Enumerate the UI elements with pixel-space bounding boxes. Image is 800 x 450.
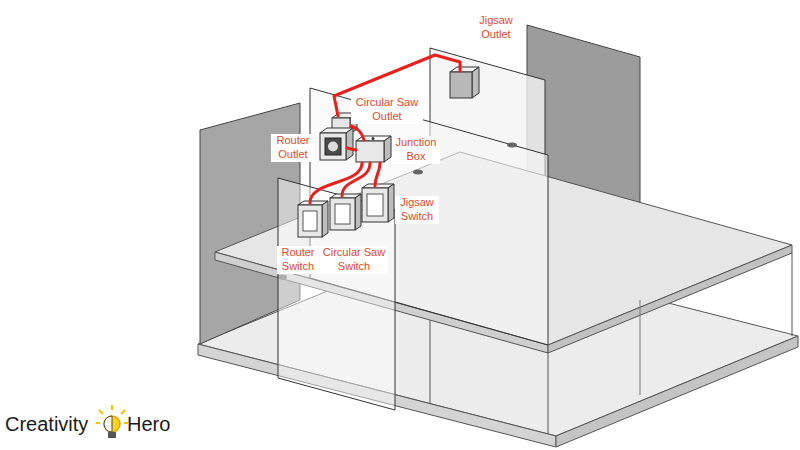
base-side — [556, 336, 798, 447]
outlet-box — [320, 133, 346, 160]
switch-box — [330, 198, 355, 230]
switch-plate — [303, 211, 317, 231]
label-slot: Hero — [127, 412, 170, 437]
wire — [310, 163, 362, 203]
wire — [347, 148, 356, 150]
wiring — [310, 55, 460, 203]
switch-box — [388, 184, 394, 222]
switch-plate — [367, 194, 383, 216]
switch-plate — [335, 204, 350, 224]
junction-box — [384, 136, 391, 162]
label-slot: Jigsaw Switch — [395, 196, 437, 224]
callout-label: Router Switch — [277, 246, 319, 274]
logo-bulb — [96, 405, 128, 438]
switch-box — [362, 188, 388, 222]
bulb-ray — [121, 410, 125, 414]
outlet-box — [346, 128, 353, 160]
label-slot: Circular Saw Switch — [320, 246, 386, 274]
bulb-ray — [111, 405, 113, 410]
switch-box — [298, 205, 322, 237]
cable-hole — [413, 170, 423, 175]
label-slot: Router Outlet — [271, 134, 313, 162]
end-edge — [792, 253, 793, 336]
junction-box — [356, 141, 384, 162]
logo-text: Hero — [127, 412, 170, 437]
callout-label: Circular Saw Outlet — [351, 96, 423, 124]
label-slot: Jigsaw Outlet — [473, 14, 517, 42]
callout-label: Junction Box — [392, 136, 440, 164]
callout-label: Circular Saw Switch — [320, 246, 388, 274]
label-slot: Junction Box — [392, 136, 438, 164]
outlet-socket — [328, 142, 338, 152]
bulb-base — [108, 432, 116, 438]
outlet-box — [472, 67, 479, 98]
front-panel — [278, 178, 395, 410]
callout-label: Jigsaw Outlet — [473, 14, 519, 42]
junction-screw — [372, 137, 375, 140]
label-slot: Creativity — [5, 412, 88, 437]
callout-label: Router Outlet — [271, 134, 315, 162]
switch-box — [322, 201, 328, 237]
cell-divider — [640, 300, 641, 395]
bulb-ray — [96, 422, 100, 424]
label-slot: Router Switch — [277, 246, 317, 274]
bulb-ray — [99, 410, 103, 414]
label-slot: Circular Saw Outlet — [351, 96, 421, 124]
cable-hole — [507, 143, 517, 148]
switch-box — [355, 194, 361, 230]
outlet-box — [450, 72, 472, 98]
wire — [351, 126, 364, 140]
shelf-side — [548, 245, 792, 353]
callout-label: Jigsaw Switch — [395, 196, 439, 224]
wire — [375, 163, 380, 186]
bulb-brain — [104, 416, 112, 432]
cell-divider — [548, 353, 549, 434]
outlet-face — [325, 138, 341, 155]
logo-text: Creativity — [5, 412, 88, 437]
bulb-glass — [104, 416, 120, 432]
cell-divider — [430, 320, 431, 404]
wire — [342, 163, 370, 196]
